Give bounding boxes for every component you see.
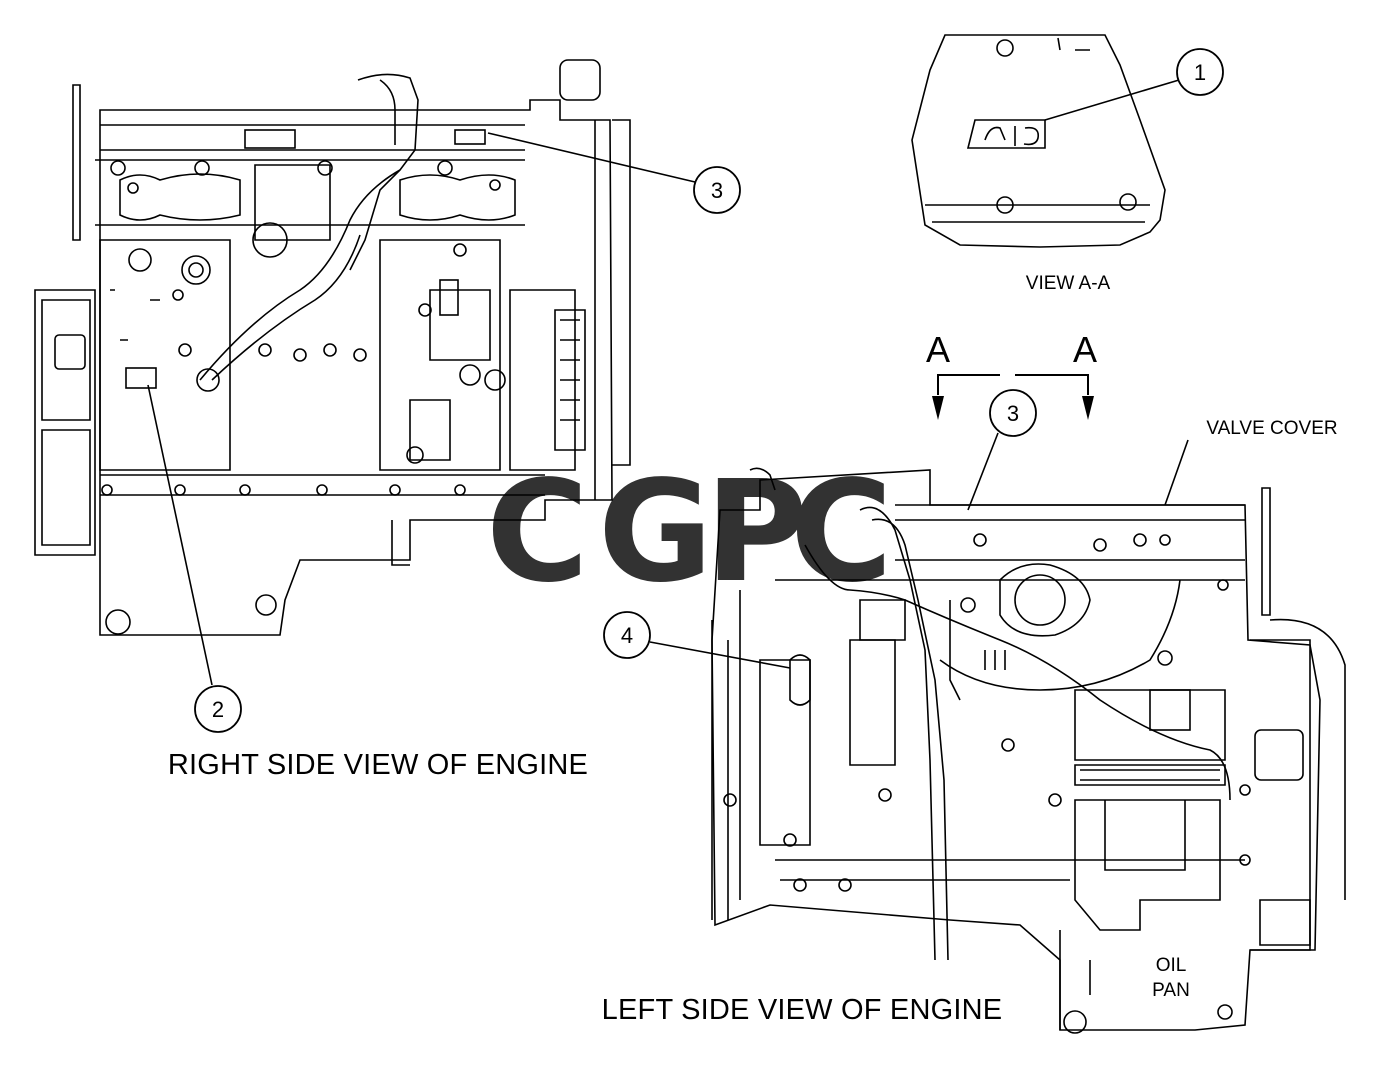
- caption-left-side-view: LEFT SIDE VIEW OF ENGINE: [602, 994, 1003, 1026]
- section-arrowheads: [932, 396, 1094, 420]
- leader-callout-4: [649, 641, 791, 669]
- section-label-a-right: A: [1073, 329, 1097, 370]
- label-pan: PAN: [1152, 980, 1190, 1001]
- section-arrows: [937, 374, 1089, 395]
- label-oil: OIL: [1156, 955, 1187, 976]
- leader-callout-2: [147, 384, 213, 686]
- callout-3-right-view-number: 3: [711, 178, 723, 203]
- callout-3-left-view: 3: [989, 389, 1037, 437]
- leader-callout-1: [1044, 79, 1180, 121]
- leader-lines: [147, 79, 1189, 686]
- leader-callout-3-right: [487, 132, 696, 183]
- right-side-engine-drawing: [34, 59, 631, 636]
- callout-4: 4: [603, 611, 651, 659]
- section-label-a-left: A: [926, 329, 950, 370]
- callout-4-number: 4: [621, 623, 633, 648]
- watermark-letter-2: G: [598, 451, 713, 614]
- callout-3-right-view: 3: [693, 166, 741, 214]
- callout-2-number: 2: [212, 697, 224, 722]
- label-valve-cover: VALVE COVER: [1206, 418, 1337, 439]
- watermark-letter-4: C: [790, 451, 893, 614]
- watermark-logo: C G P C: [486, 451, 893, 614]
- watermark-letter-1: C: [486, 451, 589, 614]
- view-aa-drawing: [911, 34, 1166, 248]
- caption-right-side-view: RIGHT SIDE VIEW OF ENGINE: [168, 749, 588, 781]
- watermark-letter-3: P: [705, 451, 808, 614]
- leader-valve-cover: [1164, 439, 1189, 506]
- callout-3-left-view-number: 3: [1007, 401, 1019, 426]
- callout-2: 2: [194, 685, 242, 733]
- callout-1-number: 1: [1194, 60, 1206, 85]
- left-side-engine-drawing: [711, 467, 1346, 1034]
- callout-1: 1: [1176, 48, 1224, 96]
- leader-callout-3-left: [967, 432, 999, 511]
- caption-view-aa: VIEW A-A: [1026, 273, 1111, 294]
